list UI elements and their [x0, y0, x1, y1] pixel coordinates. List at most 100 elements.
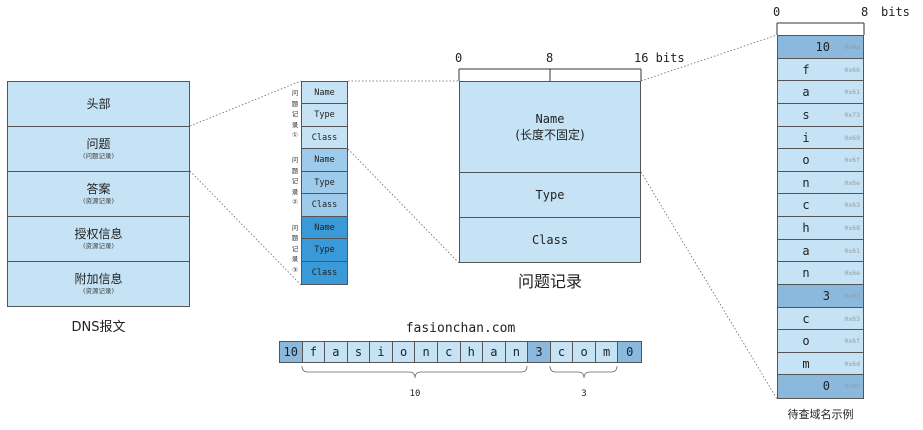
dns-section-sublabel: (资源记录) — [82, 197, 115, 205]
question-record-caption: 问题记录 — [517, 272, 582, 291]
question-group-label-char: 录 — [291, 120, 299, 129]
zoom-line-name-bottom — [640, 171, 778, 400]
name-byte-cell: o 0x6f — [778, 149, 863, 172]
record-ruler-label-16-bits: 16 bits — [634, 51, 685, 65]
dns-section-row: 问题(问题记录) — [8, 127, 189, 172]
domain-strip-cell: o — [573, 342, 596, 362]
domain-strip-cell: h — [460, 342, 484, 362]
domain-strip-cell: 0 — [618, 342, 641, 362]
domain-strip-cell: 3 — [528, 342, 551, 362]
name-byte-char: n — [802, 175, 810, 190]
dns-section-label: 头部 — [86, 97, 111, 111]
brace-label-label-length: 10 — [409, 389, 421, 399]
name-byte-char: m — [802, 356, 810, 371]
question-group-label-char: 问 — [291, 156, 299, 165]
name-byte-cell: n 0x6e — [778, 262, 863, 285]
dns-message-block: 头部问题(问题记录)答案(资源记录)授权信息(资源记录)附加信息(资源记录) — [7, 81, 190, 307]
name-byte-hex: 0x63 — [844, 201, 860, 210]
name-byte-hex: 0x6e — [844, 178, 860, 187]
record-class-field: Class — [460, 218, 640, 262]
question-field-cell: Class — [302, 194, 347, 217]
name-byte-char: s — [802, 107, 810, 122]
question-group-label-char: ② — [292, 198, 298, 207]
zoom-line-question-bottom — [189, 170, 302, 286]
question-field-cell: Type — [302, 171, 347, 195]
name-byte-char: o — [802, 153, 810, 168]
question-group-label-char: 题 — [291, 234, 299, 243]
domain-strip-cell: m — [595, 342, 619, 362]
name-byte-char: f — [802, 62, 810, 77]
zoom-line-record-bottom — [347, 148, 460, 264]
name-byte-cell: s 0x73 — [778, 103, 863, 127]
question-group-label-char: 问 — [291, 89, 299, 97]
domain-strip-cell: c — [437, 342, 461, 362]
name-byte-char: 3 — [822, 288, 830, 303]
bytes-ruler-label-bits: bits — [881, 5, 910, 19]
dns-section-row: 附加信息(资源记录) — [8, 262, 189, 306]
question-record-block: Name (长度不固定) Type Class — [459, 81, 641, 263]
question-group-label-char: 问 — [291, 223, 299, 232]
name-byte-hex: 0x63 — [844, 314, 860, 323]
name-byte-cell: n 0x6e — [778, 171, 863, 195]
domain-strip-cell: a — [325, 342, 348, 362]
dns-section-sublabel: (问题记录) — [82, 152, 115, 160]
dns-section-label: 授权信息 — [74, 227, 123, 241]
dns-section-row: 头部 — [8, 82, 189, 127]
question-group-label-char: 记 — [291, 110, 299, 118]
name-byte-char: n — [802, 266, 810, 281]
dns-section-label: 附加信息 — [74, 272, 123, 286]
dns-section-sublabel: (资源记录) — [82, 287, 115, 295]
name-byte-cell: f 0x66 — [778, 58, 863, 82]
domain-strip-cell: c — [550, 342, 574, 362]
name-byte-char: 0 — [822, 379, 830, 394]
name-byte-hex: 0x66 — [844, 65, 860, 74]
question-field-cell: Class — [302, 126, 347, 150]
name-byte-cell: 0 0x00 — [778, 375, 863, 398]
question-group-label-char: 录 — [291, 255, 299, 264]
question-group-label-char: ③ — [292, 265, 298, 274]
question-field-cell: Type — [302, 104, 347, 127]
name-byte-hex: 0x68 — [844, 224, 860, 232]
name-byte-char: h — [802, 221, 810, 235]
dns-section-sublabel: (资源记录) — [82, 242, 115, 250]
name-byte-hex: 0x00 — [844, 382, 860, 391]
record-ruler-label-0: 0 — [455, 51, 463, 65]
record-name-note: (长度不固定) — [515, 128, 585, 142]
domain-strip-cell: 10 — [280, 342, 303, 362]
question-group-label-char: 题 — [291, 99, 299, 108]
name-byte-char: a — [802, 243, 810, 258]
dns-section-label: 答案 — [86, 182, 111, 196]
question-group-label-char: 记 — [291, 244, 299, 253]
record-type-field: Type — [460, 173, 640, 218]
name-byte-hex: 0x73 — [844, 110, 860, 119]
name-byte-hex: 0x61 — [844, 88, 860, 97]
domain-strip-title: fasionchan.com — [405, 321, 516, 336]
dns-section-label: 问题 — [86, 137, 111, 151]
name-byte-char: 10 — [815, 40, 830, 54]
name-byte-char: o — [802, 334, 810, 349]
domain-strip-cell: n — [505, 342, 529, 362]
question-group-label-char: 题 — [291, 166, 299, 175]
domain-strip-cell: f — [302, 342, 326, 362]
bytes-ruler-label-0: 0 — [773, 5, 781, 19]
name-byte-hex: 0x6f — [844, 156, 860, 165]
name-byte-hex: 0x69 — [844, 133, 860, 142]
brace-label-tld-length: 3 — [581, 389, 587, 399]
record-name-field: Name (长度不固定) — [460, 82, 640, 173]
question-group-label-char: 录 — [291, 187, 299, 196]
name-byte-hex: 0x0a — [844, 43, 860, 51]
record-name-label: Name — [535, 112, 565, 126]
dns-message-caption: DNS报文 — [71, 320, 126, 335]
name-byte-hex: 0x6e — [844, 269, 860, 278]
brace-tld-part — [549, 365, 618, 379]
